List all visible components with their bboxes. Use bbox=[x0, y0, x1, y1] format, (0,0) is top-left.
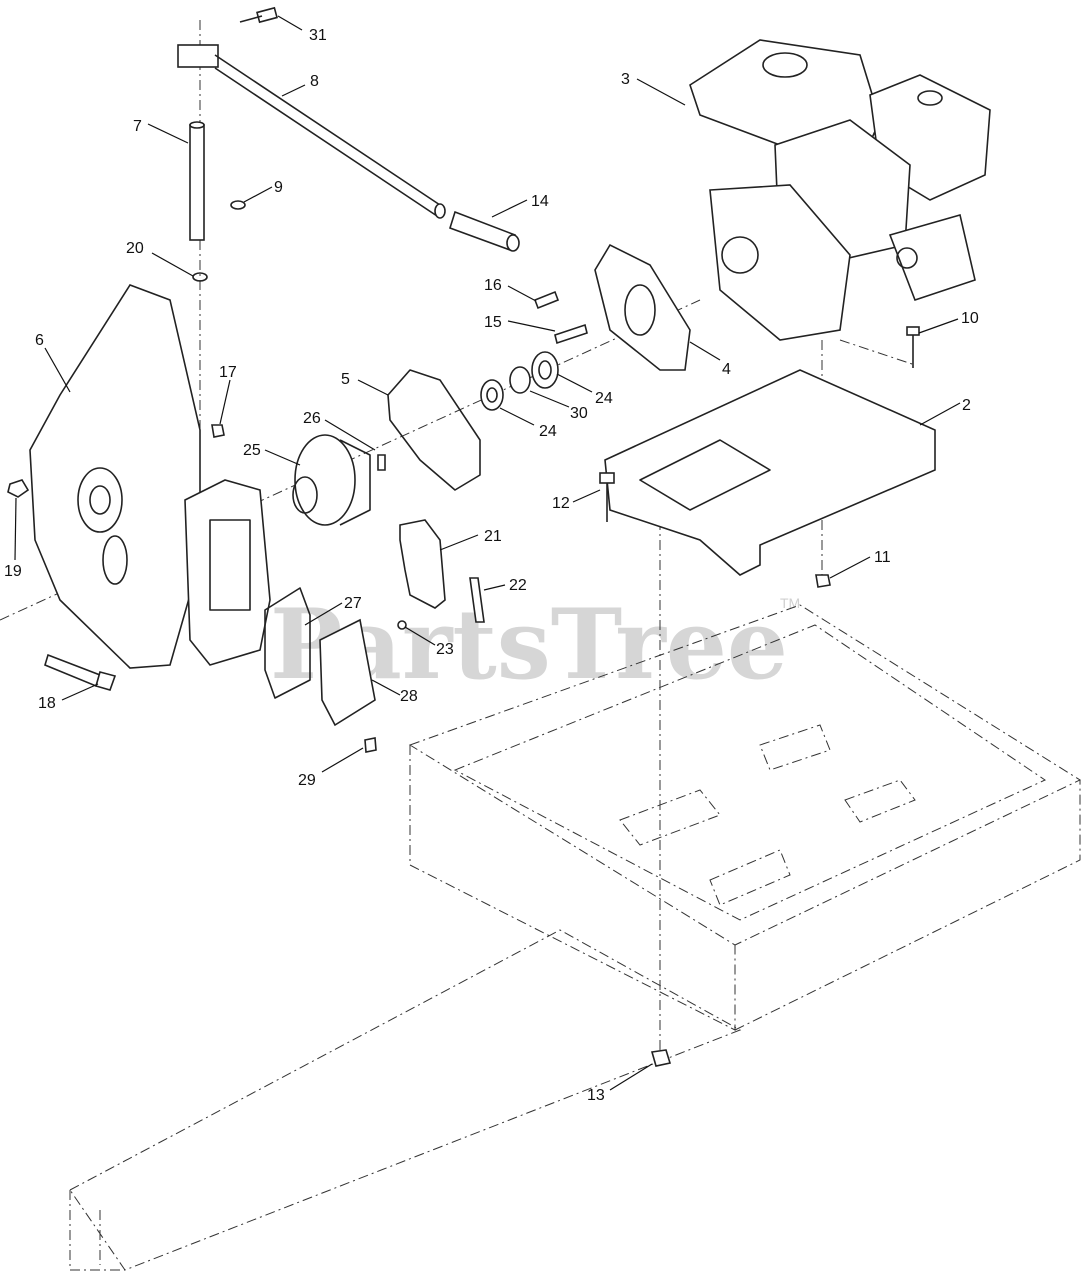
callout-2: 2 bbox=[962, 397, 971, 414]
part-20-washer bbox=[192, 272, 208, 282]
callout-27: 27 bbox=[344, 595, 362, 612]
part-5-gasket bbox=[387, 369, 481, 491]
part-9-clip bbox=[230, 200, 246, 210]
part-13-nut bbox=[650, 1049, 672, 1067]
callout-16: 16 bbox=[484, 277, 502, 294]
part-27-gasket bbox=[264, 587, 311, 699]
part-23-screw bbox=[397, 620, 407, 630]
callout-28: 28 bbox=[400, 688, 418, 705]
callout-29: 29 bbox=[298, 772, 316, 789]
callout-24-lower: 24 bbox=[539, 423, 557, 440]
part-28-cover bbox=[319, 618, 376, 727]
part-25-rotor bbox=[292, 434, 371, 526]
callout-26: 26 bbox=[303, 410, 321, 427]
callout-10: 10 bbox=[961, 310, 979, 327]
part-17-nut bbox=[211, 424, 225, 438]
callout-15: 15 bbox=[484, 314, 502, 331]
callout-13: 13 bbox=[587, 1087, 605, 1104]
part-3-engine bbox=[689, 39, 991, 341]
part-4-adapter-plate bbox=[594, 243, 691, 371]
part-24-bearing-upper bbox=[531, 351, 559, 389]
callout-labels: 31 8 7 9 14 20 3 16 15 10 4 6 5 24 30 24… bbox=[4, 27, 979, 1104]
callout-23: 23 bbox=[436, 641, 454, 658]
part-11-nut bbox=[815, 574, 831, 588]
callout-17: 17 bbox=[219, 364, 237, 381]
part-21-bracket bbox=[399, 519, 446, 609]
callout-22: 22 bbox=[509, 577, 527, 594]
part-31-bolt bbox=[239, 6, 278, 24]
callout-14: 14 bbox=[531, 193, 549, 210]
callout-30: 30 bbox=[570, 405, 588, 422]
callout-19: 19 bbox=[4, 563, 22, 580]
part-29-screw bbox=[364, 737, 377, 753]
callout-3: 3 bbox=[621, 71, 630, 88]
callout-24-upper: 24 bbox=[595, 390, 613, 407]
part-15-pin bbox=[554, 323, 588, 345]
leader-lines bbox=[14, 15, 961, 1091]
callout-4: 4 bbox=[722, 361, 731, 378]
callout-11: 11 bbox=[874, 549, 891, 566]
callout-7: 7 bbox=[133, 118, 142, 135]
callout-5: 5 bbox=[341, 371, 350, 388]
callout-9: 9 bbox=[274, 179, 283, 196]
part-18-bolt bbox=[44, 653, 117, 691]
part-6-housing bbox=[29, 284, 201, 669]
part-14-handle-grip bbox=[449, 210, 520, 252]
part-2-mount-plate bbox=[604, 369, 936, 576]
part-16-pin bbox=[533, 290, 560, 310]
frame-assembly bbox=[69, 604, 1082, 1271]
callout-12: 12 bbox=[552, 495, 570, 512]
callout-25: 25 bbox=[243, 442, 261, 459]
part-8-handle-rod bbox=[177, 44, 446, 219]
part-12-bolt bbox=[599, 472, 615, 522]
part-7-pin bbox=[189, 121, 205, 241]
part-26-key bbox=[377, 454, 386, 471]
part-10-bolt bbox=[906, 326, 920, 368]
callout-6: 6 bbox=[35, 332, 44, 349]
part-19-nut bbox=[7, 479, 30, 498]
part-30-spacer bbox=[509, 366, 531, 394]
part-22-plate bbox=[469, 577, 485, 623]
pump-body bbox=[184, 479, 271, 666]
callout-18: 18 bbox=[38, 695, 56, 712]
callout-20: 20 bbox=[126, 240, 144, 257]
part-24-bearing-lower bbox=[480, 379, 504, 411]
callout-31: 31 bbox=[309, 27, 327, 44]
callout-21: 21 bbox=[484, 528, 502, 545]
callout-8: 8 bbox=[310, 73, 319, 90]
